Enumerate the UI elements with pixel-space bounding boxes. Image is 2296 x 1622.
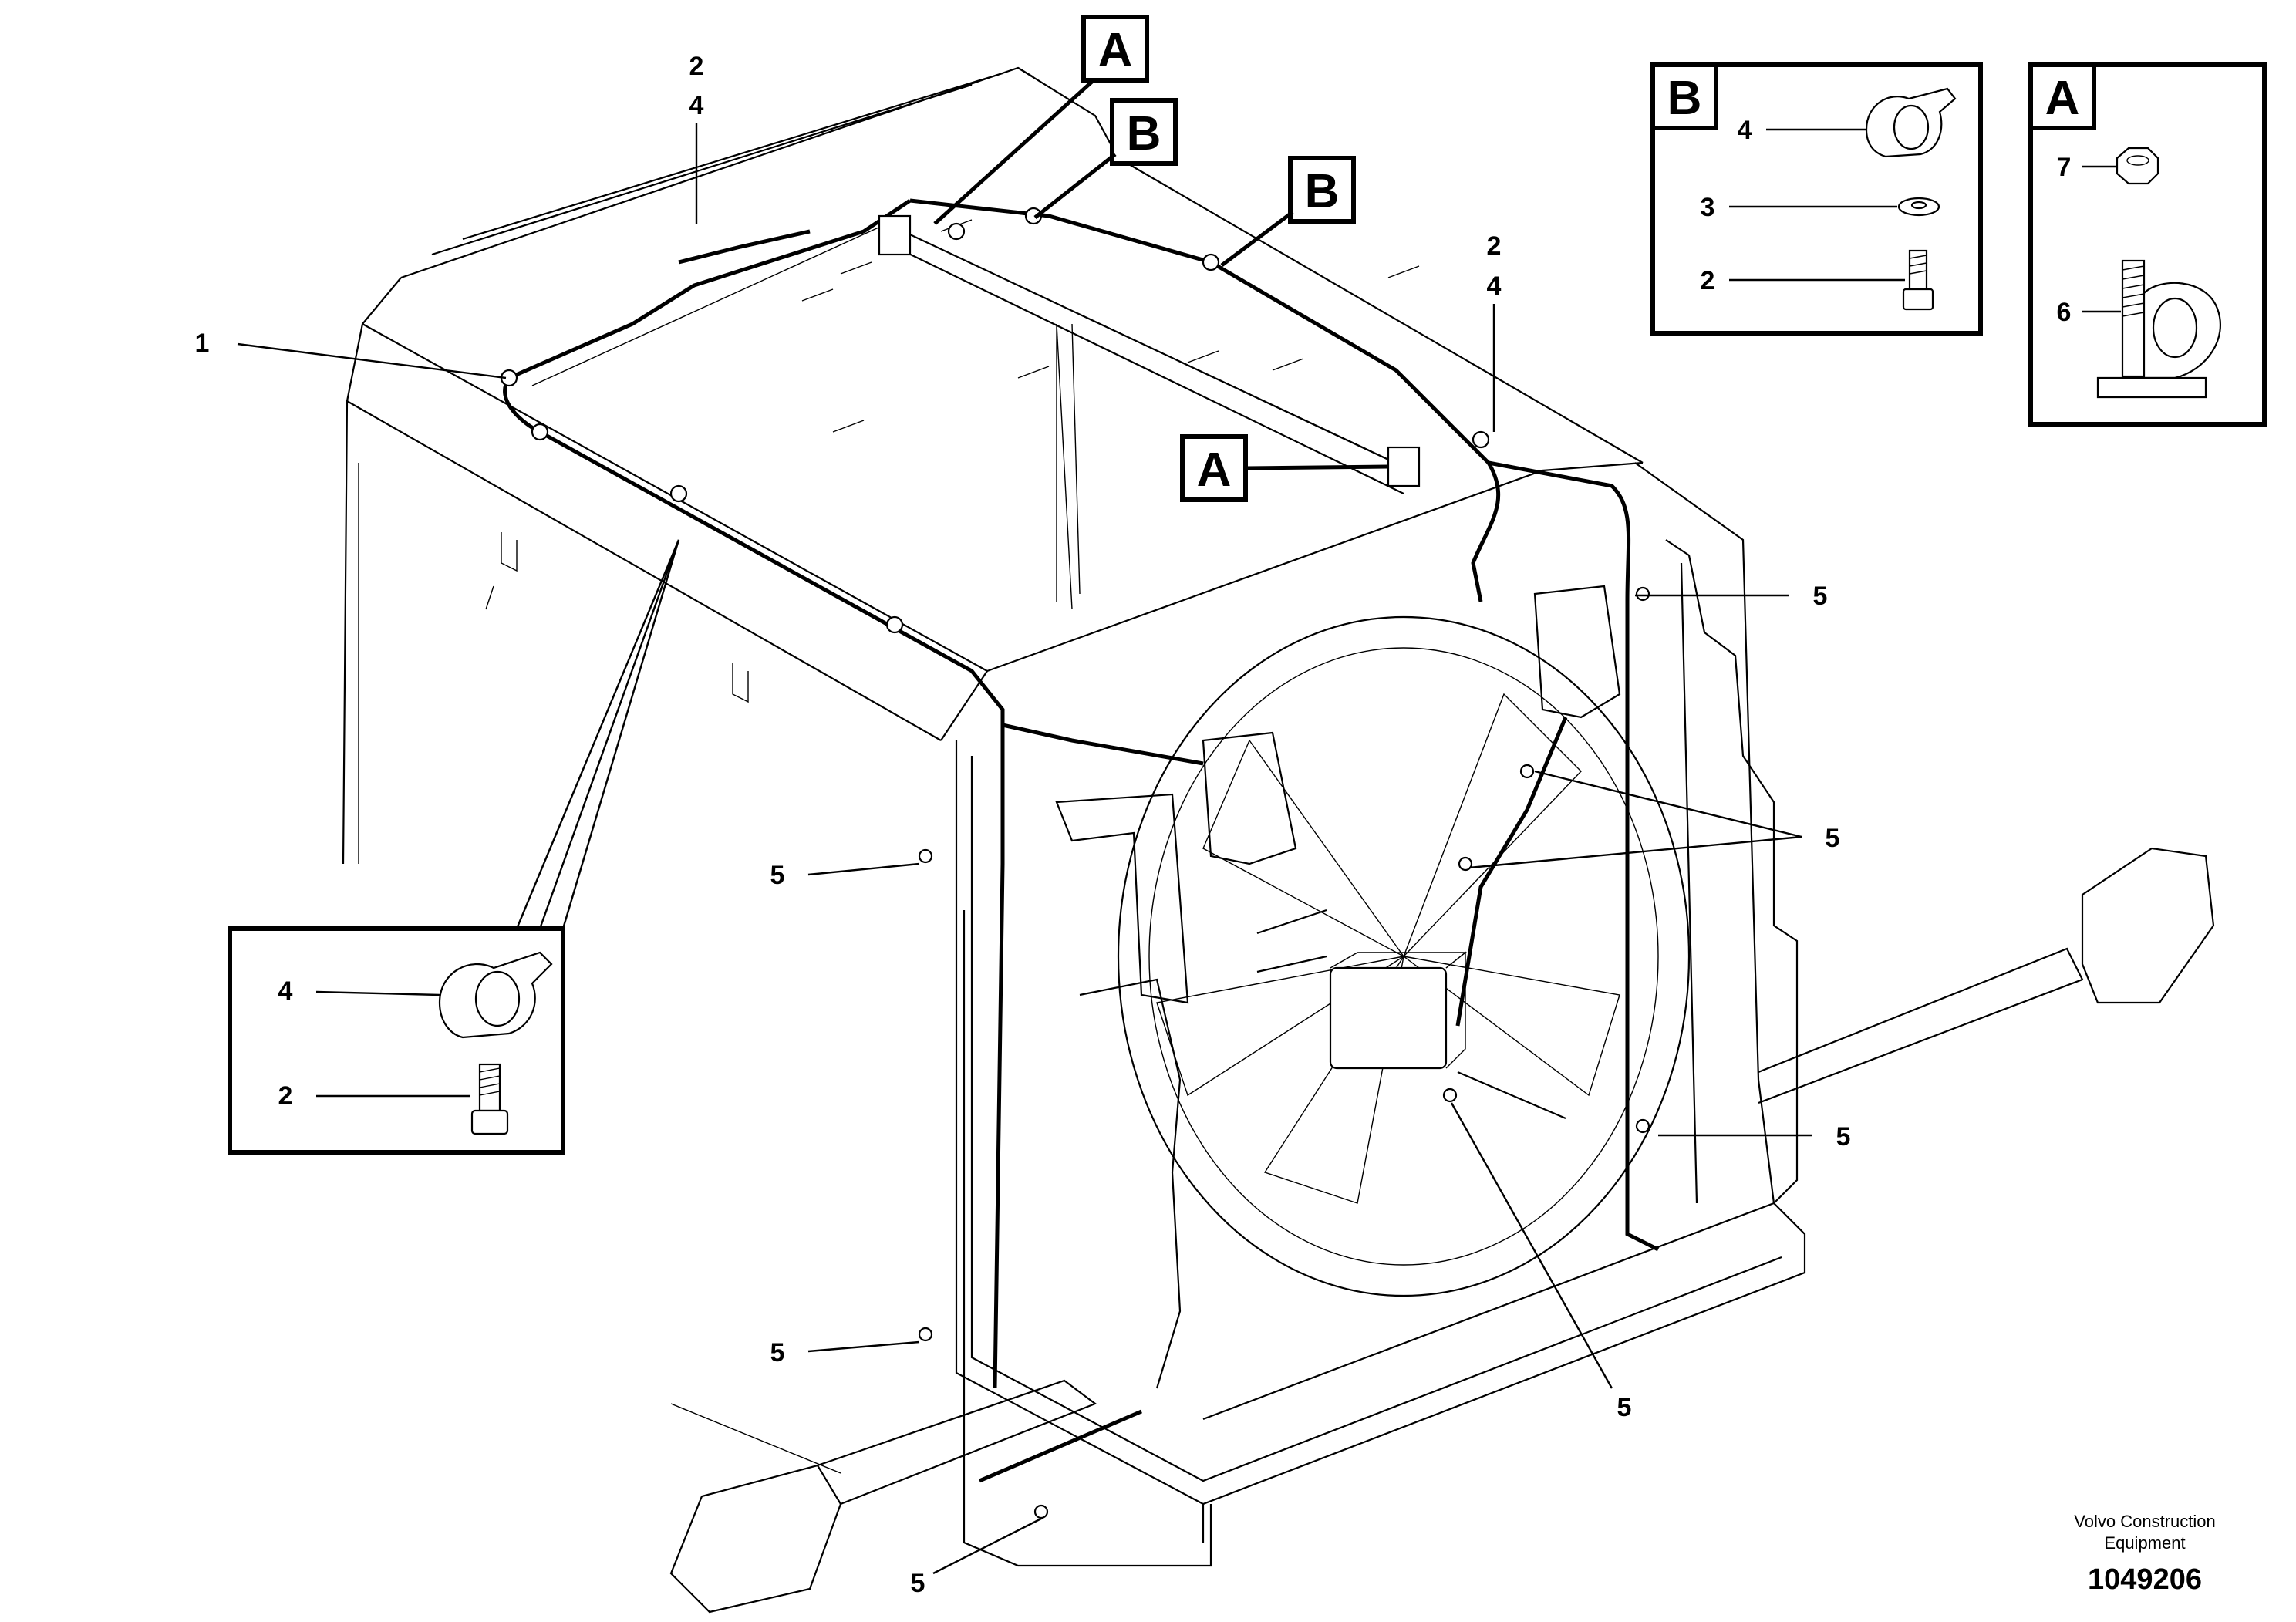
bolt-icon [470,1063,509,1135]
callout-5-c: 5 [770,861,785,890]
ref-tag-a-top-letter: A [1098,24,1133,77]
company-line-1: Volvo Construction [2074,1512,2215,1531]
detail-b-letter: B [1667,72,1702,125]
callout-5-e: 5 [770,1338,785,1367]
callout-2-right: 2 [1487,231,1502,261]
detail-a-label-7: 7 [2057,153,2072,182]
cooling-assembly [669,462,2215,1614]
washer-icon [1897,197,1940,217]
detail-clamp-inset: 4 2 [228,539,680,1155]
roof-cross-bar [878,214,1421,494]
ref-tag-b-top [1110,98,1178,166]
callout-4-right: 4 [1487,271,1502,301]
callout-5-d: 5 [1836,1122,1851,1152]
callout-4-top: 4 [689,91,704,120]
callout-5-a: 5 [1813,582,1828,611]
reference-tags: A B B A [933,15,1389,502]
ref-tag-a-mid [1180,434,1248,502]
footer: Volvo Construction Equipment 1049206 [2074,1512,2215,1596]
ref-tag-b-top-leader [1033,153,1117,219]
fan-motor [1329,966,1448,1070]
ref-tag-a-top-leader [933,79,1095,225]
ref-tag-a-top [1081,15,1149,83]
nut-icon [2116,147,2159,185]
detail-clamp-label-4: 4 [278,976,293,1006]
detail-clamp-label-2: 2 [278,1081,293,1111]
stud-clamp-icon [2096,259,2222,399]
bar-end-left [878,214,912,256]
detail-a-label-6: 6 [2057,298,2072,327]
callout-5-g: 5 [911,1569,925,1598]
ref-tag-a-mid-leader [1245,464,1389,470]
ref-tag-b-mid-leader [1220,211,1294,267]
callout-2-top: 2 [689,52,704,81]
company-line-2: Equipment [2104,1533,2185,1553]
bolt-icon [1902,249,1934,311]
callout-5-f: 5 [1617,1393,1632,1422]
detail-a-letter-box [2028,62,2096,130]
detail-a-letter: A [2045,72,2080,125]
detail-b-letter-box [1650,62,1718,130]
detail-b-label-4: 4 [1738,116,1752,145]
callouts: 1 2 4 2 4 5 5 5 5 5 5 5 [195,52,1851,1598]
ref-tag-a-mid-letter: A [1197,443,1232,497]
clamp-icon [438,951,553,1039]
detail-b-label-2: 2 [1701,266,1715,295]
callout-1: 1 [195,329,210,358]
detail-b-inset: B 4 3 2 [1650,62,1983,336]
callout-5-b: 5 [1826,824,1840,853]
detail-b-label-3: 3 [1701,193,1715,222]
cab-roof-frame [342,66,1644,865]
clamp-icon [1865,87,1957,158]
ref-tag-b-mid [1288,156,1356,224]
ref-tag-b-top-letter: B [1127,107,1161,160]
ref-tag-b-mid-letter: B [1305,165,1340,218]
bar-end-right [1387,446,1421,487]
drawing-number: 1049206 [2088,1563,2202,1596]
wiring-harness [500,198,1660,1519]
detail-a-inset: A 7 6 [2028,62,2267,427]
